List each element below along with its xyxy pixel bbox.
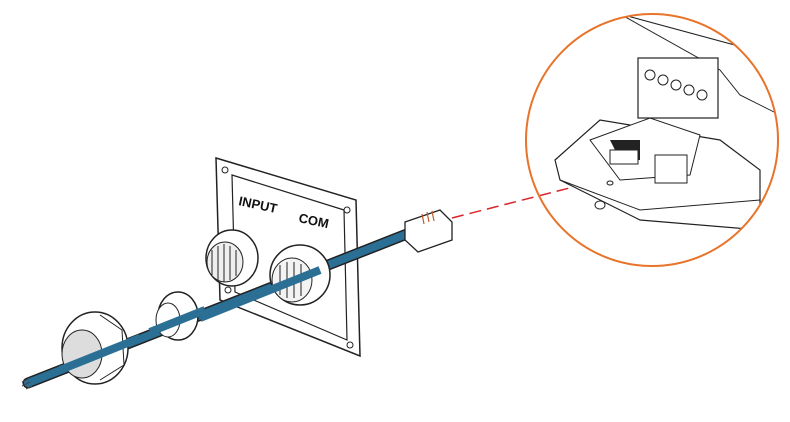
callout-detail-view: [525, 13, 779, 267]
callout-dashed-line: [451, 169, 641, 219]
rj45-connector: [404, 209, 453, 253]
com-cable-gland: [198, 244, 331, 322]
terminal-block: [637, 57, 719, 119]
com-label: COM: [297, 210, 330, 231]
input-cable-gland: [205, 229, 259, 287]
sealing-nut: [58, 311, 142, 385]
seal-insert: [148, 291, 207, 341]
